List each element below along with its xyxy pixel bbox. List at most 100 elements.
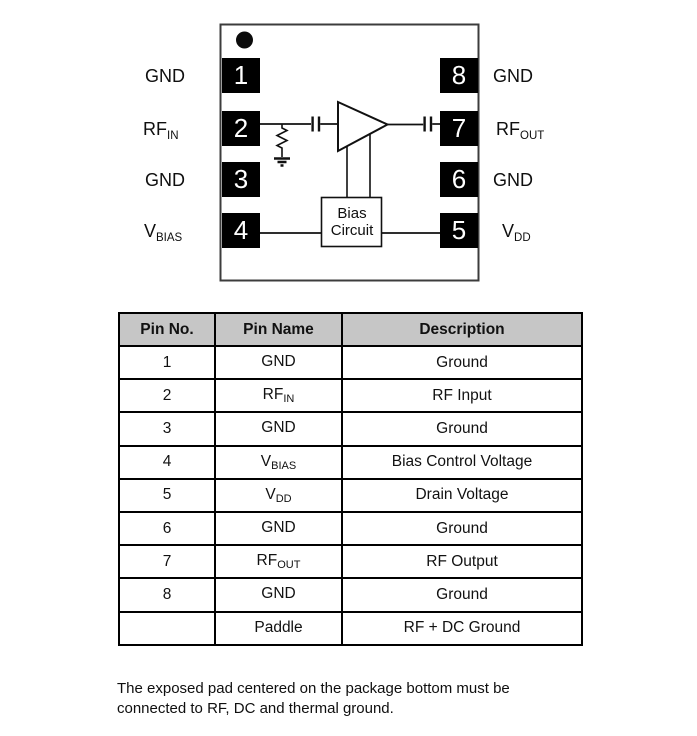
- pin-pad-2: 2: [222, 111, 260, 146]
- cell-pin-name: Paddle: [214, 610, 343, 646]
- pin-configuration-schematic: [219, 23, 480, 282]
- pin-number-6: 6: [451, 164, 467, 194]
- pin-label-main: V: [144, 221, 157, 241]
- cell-pin-no: 5: [118, 477, 216, 513]
- cell-pin-no: 7: [118, 544, 216, 580]
- pin-name-sub: OUT: [277, 559, 301, 572]
- table-row: 8 GND Ground: [118, 577, 583, 613]
- exposed-pad-note-line1: The exposed pad centered on the package …: [117, 680, 510, 697]
- cell-pin-no: 4: [118, 444, 216, 480]
- table-row: 3 GND Ground: [118, 411, 583, 447]
- bias-circuit-label: Bias Circuit: [322, 198, 382, 246]
- pin-number-7: 7: [451, 113, 467, 143]
- cell-pin-name: RFIN: [214, 378, 343, 414]
- pin-label-gnd-6: GND: [493, 168, 533, 199]
- cell-pin-no: 2: [118, 378, 216, 414]
- cell-pin-no: 1: [118, 344, 216, 381]
- pin-pad-6: 6: [440, 162, 478, 197]
- pin-pad-5: 5: [440, 213, 478, 248]
- cell-pin-name: GND: [214, 411, 343, 447]
- table-row: 2 RFIN RF Input: [118, 378, 583, 414]
- table-row: 1 GND Ground: [118, 344, 583, 381]
- pin-label-main: V: [502, 221, 515, 241]
- pin-label-rfin: RFIN: [143, 117, 179, 148]
- cell-pin-name: GND: [214, 510, 343, 547]
- pin-name-main: V: [265, 485, 276, 503]
- pin-label-main: RF: [496, 119, 520, 139]
- header-description: Description: [341, 312, 583, 347]
- pin-name-sub: DD: [275, 492, 292, 505]
- pin-name-main: GND: [261, 585, 296, 603]
- pin-label-sub: IN: [167, 130, 179, 142]
- pin-name-main: RF: [262, 386, 284, 404]
- pin-label-rfout: RFOUT: [496, 117, 544, 148]
- pin-name-main: RF: [256, 552, 278, 570]
- pin-pad-1: 1: [222, 58, 260, 93]
- pin-number-5: 5: [451, 215, 467, 245]
- pin-name-sub: IN: [283, 393, 295, 406]
- table-row: 7 RFOUT RF Output: [118, 544, 583, 580]
- cell-description: RF Input: [341, 378, 583, 414]
- cell-pin-no: [118, 610, 216, 646]
- cell-description: Ground: [341, 577, 583, 613]
- input-coupling-capacitor: [311, 116, 321, 132]
- ground-symbol: [274, 157, 290, 167]
- pin-pad-4: 4: [222, 213, 260, 248]
- pin1-indicator-dot: [236, 31, 253, 49]
- cell-description: Ground: [341, 344, 583, 381]
- pin-name-sub: BIAS: [271, 459, 297, 472]
- pin-name-main: V: [260, 452, 272, 470]
- pin-name-main: GND: [261, 353, 296, 371]
- cell-description: RF Output: [341, 544, 583, 580]
- table-row: 5 VDD Drain Voltage: [118, 477, 583, 513]
- bias-circuit-label-line2: Circuit: [330, 222, 374, 239]
- pin-number-4: 4: [233, 215, 249, 245]
- header-pin-name: Pin Name: [214, 312, 343, 347]
- pin-label-main: GND: [145, 170, 185, 190]
- cell-pin-name: GND: [214, 344, 343, 381]
- pin-label-sub: BIAS: [156, 232, 183, 244]
- pin-name-main: GND: [261, 419, 296, 437]
- cell-pin-name: VDD: [214, 477, 343, 513]
- cell-pin-name: GND: [214, 577, 343, 613]
- amplifier-triangle: [337, 100, 390, 153]
- cell-description: Bias Control Voltage: [341, 444, 583, 480]
- shunt-resistor: [275, 124, 289, 157]
- cell-pin-no: 3: [118, 411, 216, 447]
- pin-label-gnd-8: GND: [493, 64, 533, 95]
- cell-pin-name: RFOUT: [214, 544, 343, 580]
- pin-label-gnd-3: GND: [145, 168, 185, 199]
- cell-pin-no: 6: [118, 510, 216, 547]
- pin-label-sub: DD: [514, 232, 531, 244]
- pin-label-main: RF: [143, 119, 167, 139]
- exposed-pad-note-line2: connected to RF, DC and thermal ground.: [117, 700, 394, 717]
- pin-name-main: Paddle: [254, 618, 303, 636]
- pin-label-vdd: VDD: [502, 219, 531, 250]
- pin-label-main: GND: [493, 66, 533, 86]
- pin-number-3: 3: [233, 164, 249, 194]
- cell-description: RF + DC Ground: [341, 610, 583, 646]
- pin-pad-7: 7: [440, 111, 478, 146]
- pin-pad-8: 8: [440, 58, 478, 93]
- output-coupling-capacitor: [423, 116, 433, 132]
- pin-label-vbias: VBIAS: [144, 219, 182, 250]
- cell-pin-no: 8: [118, 577, 216, 613]
- cell-description: Ground: [341, 411, 583, 447]
- table-row: 6 GND Ground: [118, 510, 583, 547]
- pin-label-sub: OUT: [520, 130, 545, 142]
- exposed-pad-note: The exposed pad centered on the package …: [117, 679, 510, 719]
- table-row: 4 VBIAS Bias Control Voltage: [118, 444, 583, 480]
- pin-label-gnd-1: GND: [145, 64, 185, 95]
- table-header-row: Pin No. Pin Name Description: [118, 312, 583, 347]
- pin-number-8: 8: [451, 60, 467, 90]
- cell-description: Drain Voltage: [341, 477, 583, 513]
- pin-pad-3: 3: [222, 162, 260, 197]
- header-pin-no: Pin No.: [118, 312, 216, 347]
- pin-name-main: GND: [261, 519, 296, 537]
- pin-label-main: GND: [493, 170, 533, 190]
- pin-number-2: 2: [233, 113, 249, 143]
- bias-circuit-box: [320, 196, 383, 248]
- amplifier-to-bias-wires: [346, 134, 371, 198]
- pin-description-table: Pin No. Pin Name Description 1 GND Groun…: [118, 312, 583, 646]
